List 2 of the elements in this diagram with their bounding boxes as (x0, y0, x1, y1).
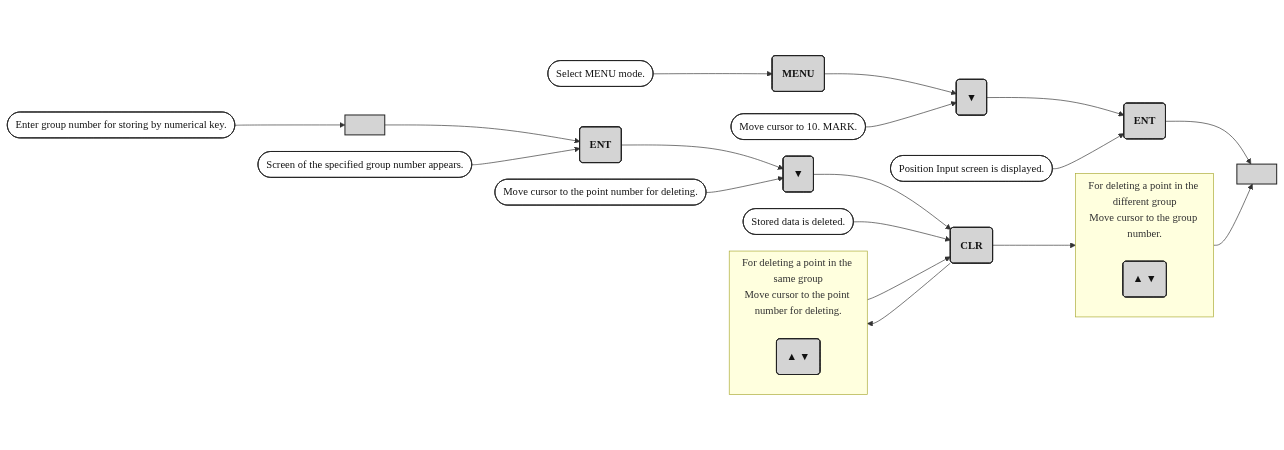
node-box (1236, 163, 1278, 185)
node-box (344, 114, 386, 136)
